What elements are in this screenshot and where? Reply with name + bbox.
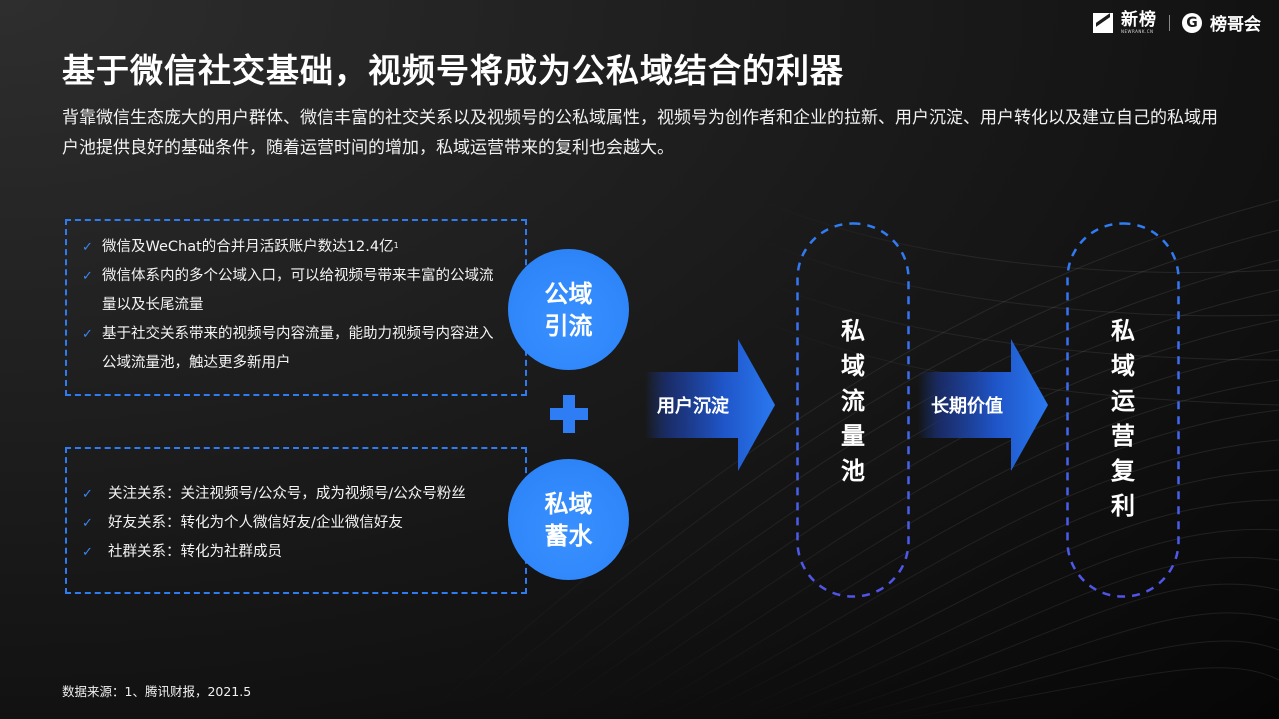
- circle-label-line1: 私域: [544, 489, 593, 518]
- check-icon: ✓: [82, 269, 93, 284]
- private-reservoir-circle: 私域 蓄水: [508, 459, 629, 580]
- circle-label-line2: 蓄水: [544, 521, 593, 550]
- newrank-name: 新榜: [1121, 9, 1157, 30]
- user-retention-arrow: 用户沉淀: [645, 339, 775, 471]
- public-domain-bullets: ✓ 微信及WeChat的合并月活跃账户数达12.4亿1 ✓ 微信体系内的多个公域…: [82, 233, 507, 378]
- dashed-pill-outline: [796, 222, 910, 598]
- private-domain-bullets: ✓ 关注关系：关注视频号/公众号，成为视频号/公众号粉丝 ✓ 好友关系：转化为个…: [82, 480, 507, 567]
- bullet-text: 微信及WeChat的合并月活跃账户数达12.4亿1: [102, 239, 399, 255]
- bullet-text: 好友关系：转化为个人微信好友/企业微信好友: [108, 515, 403, 531]
- long-term-value-arrow: 长期价值: [918, 339, 1048, 471]
- footnote-marker: 1: [393, 241, 399, 250]
- circle-label-line2: 引流: [544, 311, 593, 340]
- check-icon: ✓: [82, 516, 93, 531]
- bullet-item: ✓ 微信及WeChat的合并月活跃账户数达12.4亿1: [82, 233, 507, 262]
- banggehui-logo-icon: G: [1182, 12, 1202, 33]
- private-compound-pill: 私 域 运 营 复 利: [1066, 222, 1180, 598]
- arrow-right-icon: [918, 339, 1048, 471]
- bullet-text: 关注关系：关注视频号/公众号，成为视频号/公众号粉丝: [108, 486, 466, 502]
- newrank-domain: NEWRANK.CN: [1121, 28, 1154, 34]
- arrow-label: 长期价值: [931, 396, 1003, 417]
- check-icon: ✓: [82, 545, 93, 560]
- data-source-note: 数据来源：1、腾讯财报，2021.5: [62, 684, 252, 699]
- bullet-item: ✓ 基于社交关系带来的视频号内容流量，能助力视频号内容进入公域流量池，触达更多新…: [82, 320, 507, 378]
- bullet-text: 微信体系内的多个公域入口，可以给视频号带来丰富的公域流量以及长尾流量: [102, 268, 494, 313]
- banggehui-name: 榜哥会: [1210, 15, 1261, 35]
- bullet-item: ✓ 好友关系：转化为个人微信好友/企业微信好友: [82, 509, 507, 538]
- bullet-item: ✓ 微信体系内的多个公域入口，可以给视频号带来丰富的公域流量以及长尾流量: [82, 262, 507, 320]
- brand-logos: 新榜 NEWRANK.CN G 榜哥会: [1093, 10, 1261, 35]
- newrank-logo-icon: [1093, 12, 1113, 33]
- dashed-pill-outline: [1066, 222, 1180, 598]
- bullet-text: 社群关系：转化为社群成员: [108, 544, 282, 560]
- circle-label-line1: 公域: [544, 279, 593, 308]
- check-icon: ✓: [82, 487, 93, 502]
- check-icon: ✓: [82, 327, 93, 342]
- logo-divider: [1169, 14, 1170, 31]
- page-subtitle: 背靠微信生态庞大的用户群体、微信丰富的社交关系以及视频号的公私域属性，视频号为创…: [62, 108, 1218, 158]
- public-traffic-circle: 公域 引流: [508, 249, 629, 370]
- pill-label: 私 域 运 营 复 利: [1111, 317, 1135, 520]
- check-icon: ✓: [82, 240, 93, 255]
- page-title: 基于微信社交基础，视频号将成为公私域结合的利器: [62, 51, 844, 90]
- bullet-text: 基于社交关系带来的视频号内容流量，能助力视频号内容进入公域流量池，触达更多新用户: [102, 326, 494, 371]
- arrow-right-icon: [645, 339, 775, 471]
- pill-label: 私 域 流 量 池: [841, 317, 865, 485]
- bullet-item: ✓ 关注关系：关注视频号/公众号，成为视频号/公众号粉丝: [82, 480, 507, 509]
- private-traffic-pool-pill: 私 域 流 量 池: [796, 222, 910, 598]
- bullet-item: ✓ 社群关系：转化为社群成员: [82, 538, 507, 567]
- arrow-label: 用户沉淀: [657, 396, 729, 417]
- newrank-logo-text: 新榜 NEWRANK.CN: [1121, 9, 1157, 34]
- plus-icon: [550, 395, 588, 433]
